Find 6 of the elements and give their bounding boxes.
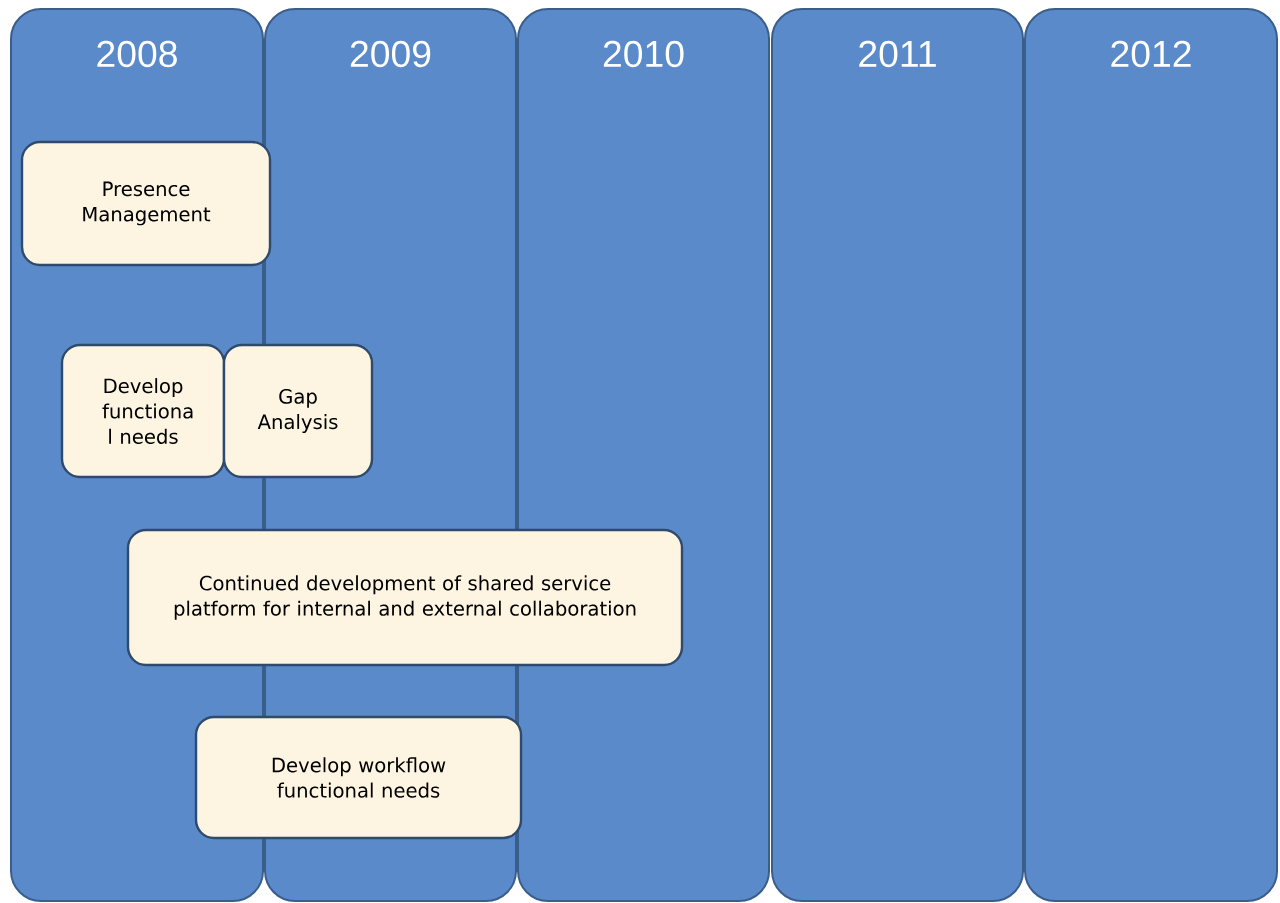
year-column: 2012: [1024, 8, 1278, 902]
task-box: Continued development of shared service platform for internal and external collaboration: [126, 528, 684, 667]
task-box: Develop workflow functional needs: [194, 715, 523, 840]
year-column: 2011: [771, 8, 1024, 902]
task-box: Gap Analysis: [222, 343, 374, 479]
task-box: Develop functiona l needs: [60, 343, 226, 479]
